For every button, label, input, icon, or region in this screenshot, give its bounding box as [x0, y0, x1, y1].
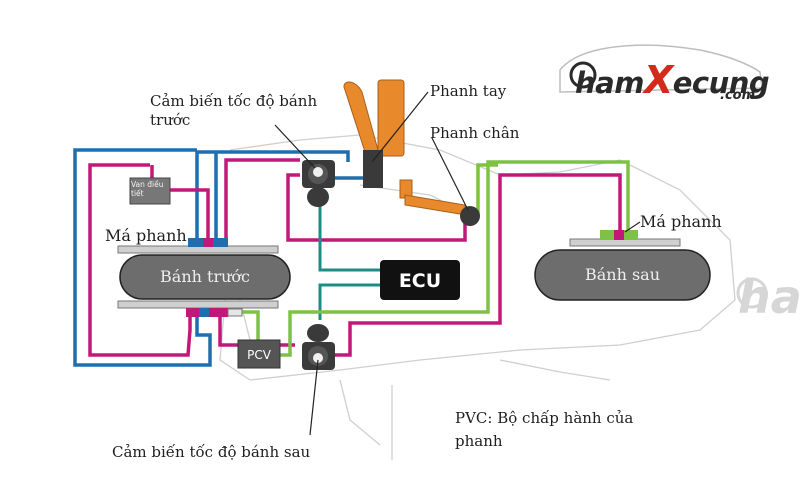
steering-wheel-icon — [569, 61, 597, 89]
logo-suffix: ecung — [672, 66, 770, 100]
logo-x: X — [643, 58, 673, 102]
hand-brake-label: Phanh tay — [430, 82, 507, 100]
front-pad-top-magenta — [203, 238, 213, 247]
hand-brake-lever — [343, 79, 405, 188]
rear-pad-magenta — [614, 230, 624, 240]
ecu-box — [380, 260, 460, 300]
front-pad-top-plate — [117, 245, 279, 254]
pcv-legend: PVC: Bộ chấp hành của phanh — [455, 409, 634, 450]
car-logo-icon — [559, 44, 763, 93]
rear-wheel — [534, 249, 711, 301]
logo-prefix: ham — [575, 66, 644, 100]
site-logo: hamXecung — [575, 58, 770, 102]
front-pad-bottom-blue — [199, 308, 209, 317]
front-wheel — [119, 254, 291, 300]
leader-lines — [274, 91, 641, 436]
ecu-label: ECU — [399, 270, 441, 292]
front-pad-label: Má phanh — [105, 226, 187, 245]
valve-label: Van điều tiết — [131, 180, 164, 198]
front-speed-sensor — [302, 160, 335, 207]
pcv-box — [237, 339, 281, 369]
green-lines — [240, 160, 630, 357]
teal-lines — [318, 205, 380, 320]
logo-domain: .com — [720, 88, 756, 103]
front-wheel-label: Bánh trước — [160, 267, 250, 286]
pcv-label: PCV — [247, 348, 272, 362]
rear-speed-sensor — [302, 324, 335, 370]
rear-pad-label: Má phanh — [640, 212, 722, 231]
magenta-lines — [88, 158, 622, 357]
front-pad-bottom-plate — [117, 300, 279, 309]
watermark-text: ha — [738, 270, 800, 324]
rear-sensor-label: Cảm biến tốc độ bánh sau — [112, 443, 311, 461]
front-sensor-label: Cảm biến tốc độ bánh trước — [150, 92, 318, 129]
foot-brake-pedal — [399, 179, 480, 226]
watermark-wheel-icon — [736, 277, 768, 309]
rear-pad-plate — [569, 238, 681, 247]
foot-brake-label: Phanh chân — [430, 124, 520, 142]
rear-wheel-label: Bánh sau — [584, 265, 661, 284]
front-pad-bottom-end — [227, 308, 243, 317]
valve-box — [129, 177, 171, 205]
